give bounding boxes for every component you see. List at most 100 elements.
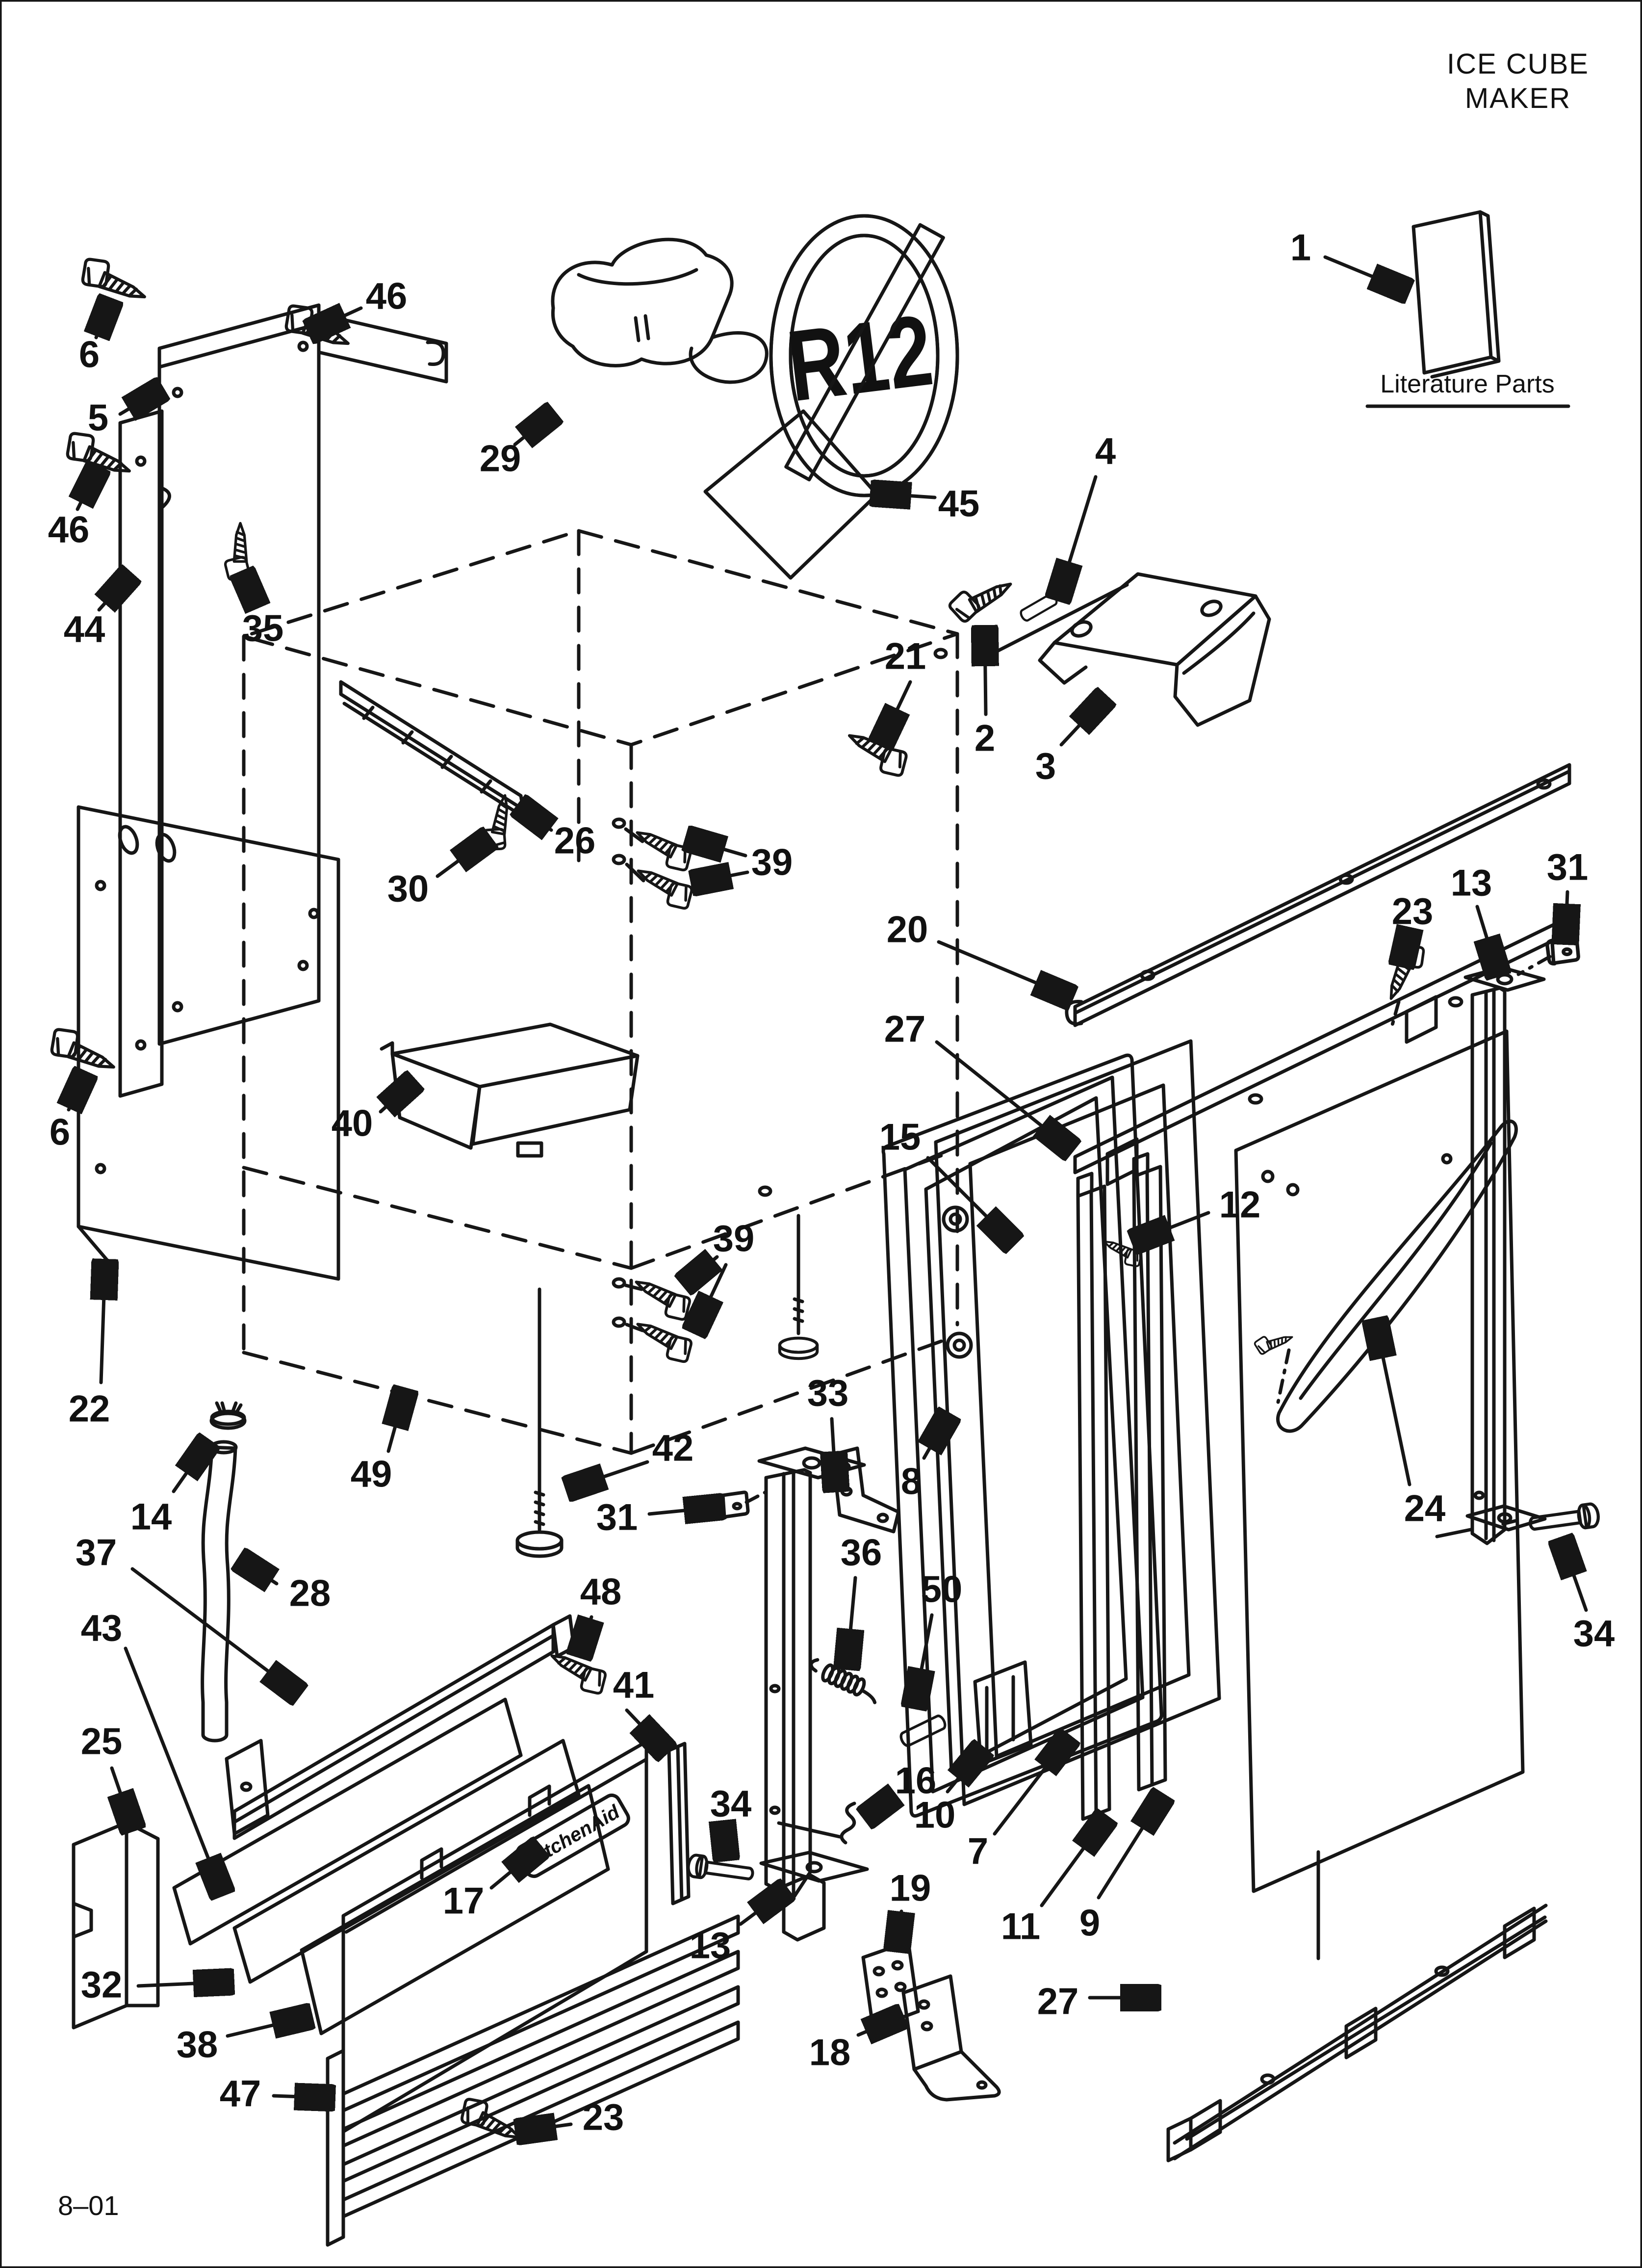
callout-37: 37	[76, 1532, 295, 1692]
part-number-19: 19	[890, 1868, 931, 1909]
outer-door-panel-12	[1234, 1000, 1525, 1893]
clip-31-right	[1547, 938, 1578, 964]
callout-31: 31	[596, 1497, 718, 1538]
callout-26: 26	[523, 808, 595, 862]
insulation-43	[172, 1697, 523, 1946]
part-number-45: 45	[938, 483, 980, 525]
support-channel-13-center	[744, 1446, 869, 1942]
screw-6a	[78, 255, 151, 306]
wire-clip-16	[840, 1801, 856, 1845]
part-number-3: 3	[1035, 746, 1056, 787]
part-number-31: 31	[1547, 847, 1589, 888]
part-number-24: 24	[1404, 1488, 1446, 1530]
part-number-35: 35	[242, 608, 284, 650]
spacer-4	[1019, 593, 1058, 622]
part-number-17: 17	[443, 1880, 485, 1922]
part-number-41: 41	[613, 1665, 655, 1706]
callout-28: 28	[243, 1562, 331, 1615]
callout-44: 44	[64, 578, 128, 651]
support-channel-13-right	[1435, 955, 1552, 1545]
part-number-13: 13	[1451, 862, 1492, 904]
part-number-42: 42	[652, 1428, 694, 1469]
callout-41: 41	[613, 1665, 663, 1749]
bracket-19	[861, 1940, 920, 2030]
bracket-18	[901, 1974, 1001, 2102]
serial-label-45	[703, 409, 879, 580]
callout-4: 4	[1059, 431, 1116, 595]
part-number-1: 1	[1290, 227, 1311, 269]
callout-35: 35	[242, 577, 284, 650]
callout-23: 23	[1392, 891, 1433, 961]
callout-39: 39	[692, 840, 793, 884]
callout-21: 21	[883, 636, 926, 740]
callout-13: 13	[690, 1893, 783, 1967]
literature-caption: Literature Parts	[1380, 370, 1555, 398]
callout-18: 18	[809, 2018, 898, 2074]
callout-40: 40	[332, 1084, 411, 1145]
part-number-8: 8	[901, 1461, 922, 1503]
part-number-12: 12	[1219, 1184, 1261, 1226]
callout-22: 22	[69, 1266, 110, 1430]
callout-17: 17	[443, 1851, 537, 1922]
door-handle-24	[1276, 1120, 1518, 1433]
bolt-34-left	[687, 1854, 754, 1885]
part-number-32: 32	[81, 1964, 123, 2006]
part-number-10: 10	[914, 1795, 956, 1836]
part-number-36: 36	[841, 1532, 882, 1574]
top-bracket-strip	[317, 312, 448, 384]
part-number-33: 33	[807, 1373, 849, 1414]
part-number-15: 15	[879, 1117, 921, 1158]
leveling-leg-42-left	[517, 1287, 562, 1556]
part-number-28: 28	[289, 1573, 331, 1615]
part-number-2: 2	[975, 718, 995, 759]
part-number-14: 14	[130, 1496, 172, 1538]
part-number-11: 11	[1001, 1906, 1040, 1948]
part-number-30: 30	[387, 868, 429, 910]
side-panel-5	[157, 303, 448, 1046]
part-number-26: 26	[554, 820, 596, 862]
callout-45: 45	[877, 483, 979, 525]
page-title: ICE CUBE MAKER	[1447, 48, 1589, 114]
callout-46: 46	[48, 472, 96, 551]
part-number-6: 6	[79, 334, 100, 376]
drain-tube-28	[201, 1440, 238, 1743]
leveling-leg-42-right	[780, 1214, 818, 1358]
callout-34: 34	[710, 1783, 751, 1855]
callout-36: 36	[841, 1532, 882, 1664]
screw-39c	[629, 1274, 694, 1323]
callout-29: 29	[480, 416, 550, 480]
hinge-bracket-3	[972, 572, 1271, 727]
callout-33: 33	[807, 1373, 849, 1486]
part-number-20: 20	[887, 909, 928, 951]
screw-21	[842, 727, 911, 780]
part-number-40: 40	[332, 1103, 373, 1145]
part-number-27: 27	[1037, 1981, 1079, 2023]
callout-15: 15	[879, 1117, 1010, 1241]
screw-2	[947, 570, 1016, 625]
r12-prohibited-symbol: R12	[769, 214, 959, 497]
part-number-29: 29	[480, 438, 521, 480]
callout-16: 16	[869, 1760, 936, 1816]
part-number-43: 43	[81, 1608, 123, 1649]
callout-49: 49	[351, 1394, 404, 1495]
title-line-2: MAKER	[1465, 82, 1571, 114]
part-number-5: 5	[88, 397, 108, 439]
part-number-6: 6	[50, 1112, 70, 1153]
callout-6: 6	[79, 304, 109, 376]
part-number-4: 4	[1095, 431, 1116, 472]
callout-13: 13	[1451, 862, 1497, 971]
part-number-21: 21	[885, 636, 926, 678]
callout-50: 50	[915, 1569, 962, 1703]
callout-14: 14	[130, 1445, 206, 1538]
part-number-50: 50	[921, 1569, 963, 1611]
part-number-31: 31	[596, 1497, 638, 1538]
callout-8: 8	[901, 1419, 947, 1503]
callout-12: 12	[1138, 1184, 1260, 1241]
callout-25: 25	[81, 1721, 131, 1825]
title-line-1: ICE CUBE	[1447, 48, 1589, 80]
callout-23: 23	[522, 2097, 624, 2138]
door-stiffener-7	[1132, 1152, 1167, 1792]
callout-11: 11	[1001, 1821, 1103, 1948]
